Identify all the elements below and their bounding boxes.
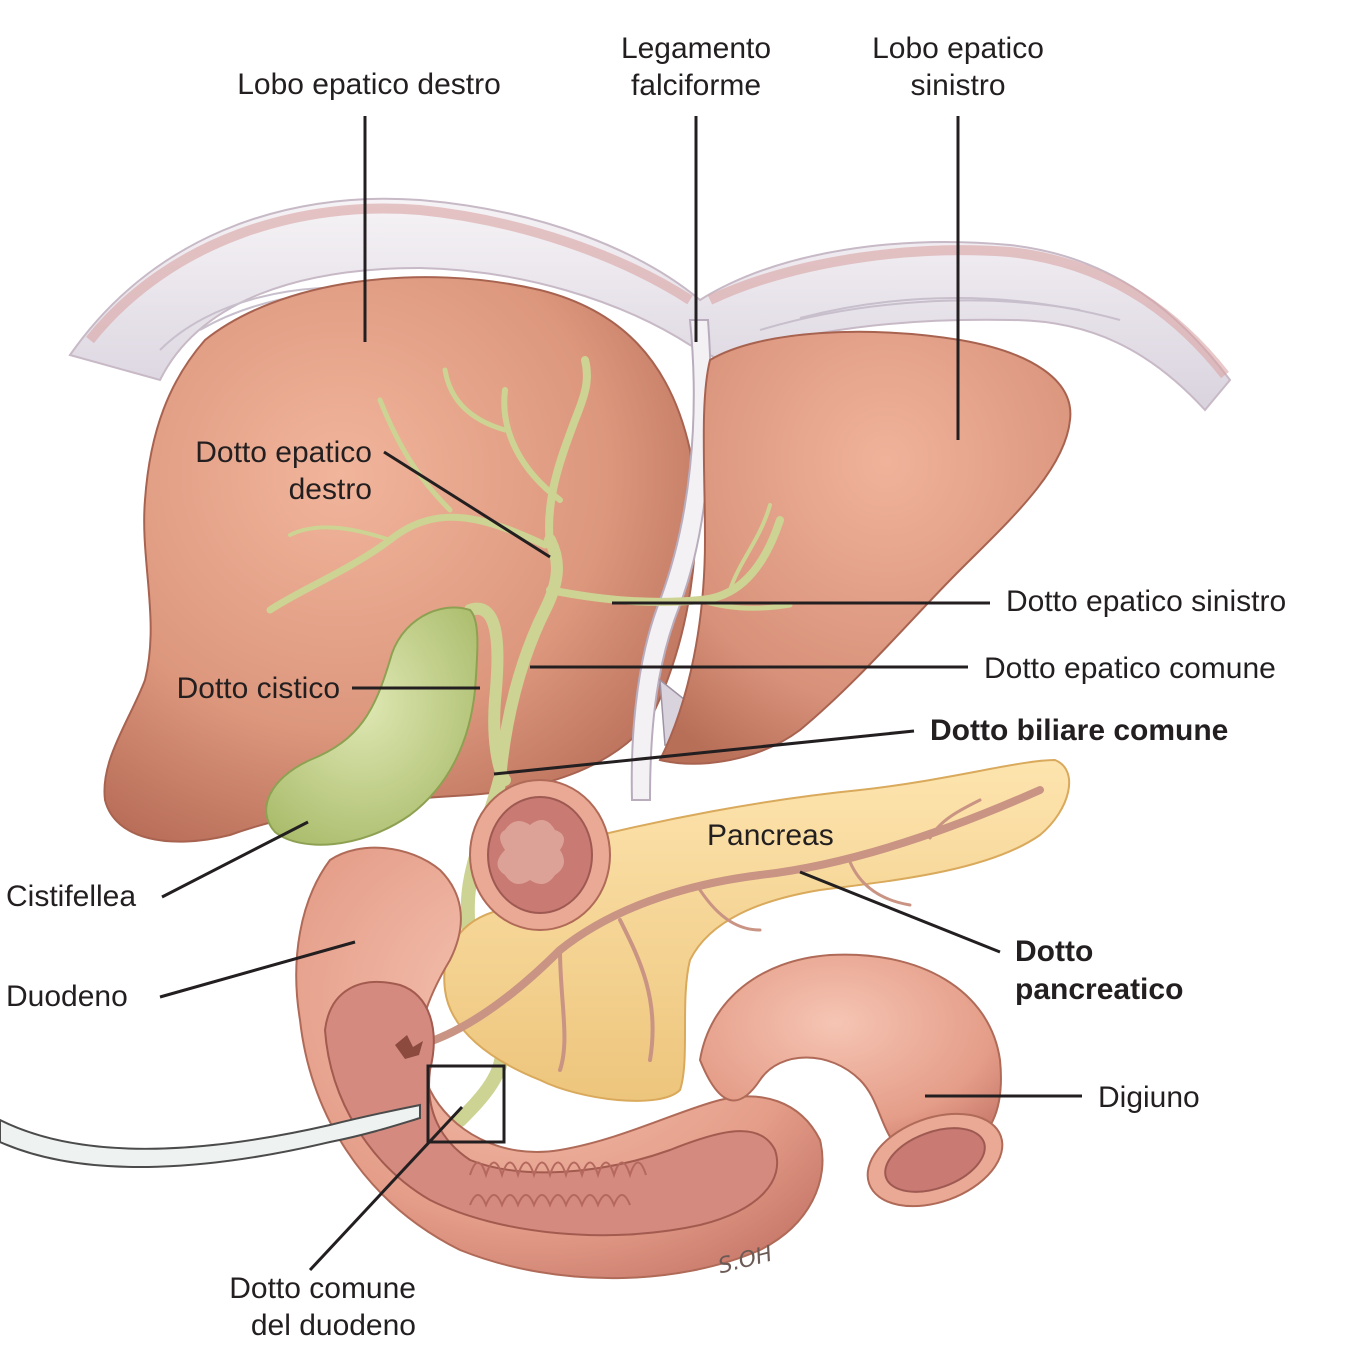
- label-dotto-biliare-comune: Dotto biliare comune: [930, 712, 1228, 749]
- label-dotto-epatico-destro-line2: destro: [150, 471, 372, 508]
- left-lobe: [660, 332, 1070, 764]
- label-legamento-line2: falciforme: [596, 67, 796, 104]
- label-dotto-epatico-comune: Dotto epatico comune: [984, 650, 1276, 687]
- duodenum-cut-upper: [470, 780, 610, 930]
- label-dotto-pancreatico-line2: pancreatico: [1015, 971, 1183, 1008]
- label-dotto-pancreatico-line1: Dotto: [1015, 933, 1093, 970]
- label-dotto-comune-duodeno-line1: Dotto comune: [150, 1270, 416, 1307]
- label-lobo-sinistro-line2: sinistro: [850, 67, 1066, 104]
- label-duodeno: Duodeno: [6, 978, 128, 1015]
- label-dotto-epatico-sinistro: Dotto epatico sinistro: [1006, 583, 1286, 620]
- label-dotto-comune-duodeno-line2: del duodeno: [150, 1307, 416, 1344]
- label-cistifellea: Cistifellea: [6, 878, 136, 915]
- label-lobo-sinistro-line1: Lobo epatico: [850, 30, 1066, 67]
- label-dotto-cistico: Dotto cistico: [120, 670, 340, 707]
- label-lobo-epatico-destro: Lobo epatico destro: [218, 66, 520, 103]
- label-dotto-epatico-destro-line1: Dotto epatico: [150, 434, 372, 471]
- label-pancreas: Pancreas: [707, 817, 834, 854]
- label-legamento-line1: Legamento: [596, 30, 796, 67]
- label-digiuno: Digiuno: [1098, 1079, 1200, 1116]
